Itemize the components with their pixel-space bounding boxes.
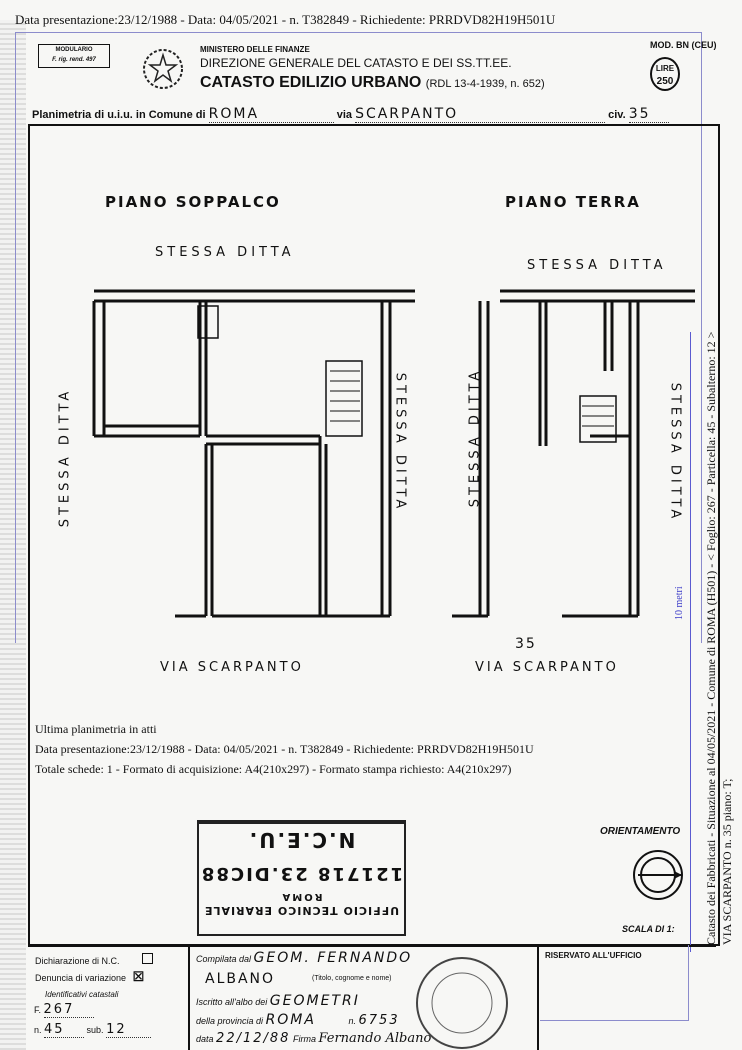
denuncia-checked-icon: ☒ (132, 969, 145, 984)
via-label: via (336, 109, 352, 121)
compilata-field: Compilata dal GEOM. FERNANDO (196, 950, 412, 966)
riservato-ufficio: RISERVATO ALL'UFFICIO (545, 951, 642, 960)
n-label: n. (34, 1025, 42, 1035)
stamp-duty-lire: LIRE 250 (650, 57, 680, 91)
compilata-value-2: ALBANO (205, 971, 276, 987)
data-firma-field: data 22/12/88 Firma Fernando Albano (196, 1031, 431, 1046)
albo-field: Iscritto all'albo dei GEOMETRI (196, 993, 360, 1009)
overlay-frame-bottom (540, 945, 689, 1021)
civic-number-mark: 35 (515, 636, 537, 652)
footer-table (28, 945, 716, 1050)
stamp-line3: ROMA (280, 891, 323, 902)
modulario-sub: F. rig. rend. 497 (52, 57, 96, 63)
footer-divider-1 (188, 945, 190, 1050)
floor-plan-drawing (92, 289, 695, 618)
stamp-line1: N.C.E.U. (199, 822, 404, 856)
bottom-overlay-line2: Data presentazione:23/12/1988 - Data: 04… (35, 742, 534, 756)
footer-divider-2 (537, 945, 539, 1050)
right-street-label: VIA SCARPANTO (475, 660, 619, 675)
provincia-field: della provincia di ROMA n. 6753 (196, 1012, 400, 1028)
modulario-label: MODULARIO (55, 47, 93, 53)
foglio-label: F. (34, 1005, 42, 1015)
via-value: SCARPANTO (355, 106, 606, 123)
overlay-frame (15, 32, 702, 643)
dichiarazione-checkbox (142, 953, 154, 964)
stamp-line4: UFFICIO TECNICO ERARIALE (203, 904, 400, 917)
professional-seal-icon (416, 957, 508, 1049)
bottom-overlay-line1: Ultima planimetria in atti (35, 722, 157, 736)
data-value: 22/12/88 (216, 1031, 291, 1046)
mod-code: MOD. BN (CEU) (650, 40, 717, 50)
sub-label: sub. (86, 1025, 104, 1035)
civ-value: 35 (628, 106, 669, 123)
modulario-box: MODULARIO F. rig. rend. 497 (38, 44, 110, 68)
denuncia-variazione: Denuncia di variazione ☒ (35, 969, 144, 985)
right-plan-title: PIANO TERRA (505, 193, 641, 211)
right-plan-left-label: STESSA DITTA (467, 367, 483, 508)
lire-label: LIRE (655, 64, 675, 73)
titolo-note: (Titolo, cognome e nome) (312, 975, 392, 982)
num-value: 6753 (358, 1013, 400, 1028)
compilata-label: Compilata dal (196, 954, 252, 964)
scale-bar (690, 332, 691, 952)
iscritto-label: Iscritto all'albo dei (196, 997, 268, 1007)
planimetria-label: Planimetria di u.i.u. in Comune di (32, 109, 206, 121)
orientamento-label: ORIENTAMENTO (600, 826, 681, 837)
data-label: data (196, 1034, 214, 1044)
stamp-line2: 121718 23.DIC88 (199, 863, 404, 884)
scale-bar-label: 10 metri (674, 586, 685, 620)
lire-value: 250 (656, 76, 674, 87)
firma-label: Firma (292, 1034, 316, 1044)
bottom-overlay-line3: Totale schede: 1 - Formato di acquisizio… (35, 762, 512, 776)
foglio-field: F. 267 (34, 1002, 94, 1018)
civ-label: civ. (608, 109, 626, 121)
n-value: 45 (44, 1022, 85, 1038)
top-overlay-line: Data presentazione:23/12/1988 - Data: 04… (15, 12, 556, 27)
dichiarazione-nc: Dichiarazione di N.C. (35, 953, 154, 966)
planimetria-line: Planimetria di u.i.u. in Comune di ROMA … (32, 106, 669, 123)
albo-value: GEOMETRI (269, 993, 360, 1009)
num-label: n. (348, 1016, 356, 1026)
form-title: CATASTO EDILIZIO URBANO (RDL 13-4-1939, … (200, 74, 545, 92)
denuncia-label: Denuncia di variazione (35, 973, 127, 983)
scala-label: SCALA DI 1: (622, 924, 675, 934)
left-street-label: VIA SCARPANTO (160, 660, 304, 675)
title-ref: (RDL 13-4-1939, n. 652) (425, 78, 545, 90)
ministry: MINISTERO DELLE FINANZE (200, 45, 310, 54)
right-plan-right-label: STESSA DITTA (667, 382, 683, 523)
sub-value: 12 (106, 1022, 152, 1038)
side-overlay-line1: Catasto dei Fabbricati - Situazione al 0… (704, 331, 718, 945)
compilata-value: GEOM. FERNANDO (253, 950, 413, 966)
left-plan-title: PIANO SOPPALCO (105, 193, 281, 211)
scan-edge (0, 20, 26, 1050)
left-top-label: STESSA DITTA (155, 245, 295, 260)
comune-value: ROMA (208, 106, 334, 123)
provincia-value: ROMA (265, 1012, 316, 1028)
particella-field: n. 45 sub. 12 (34, 1022, 152, 1038)
title-text: CATASTO EDILIZIO URBANO (200, 74, 422, 91)
direction: DIREZIONE GENERALE DEL CATASTO E DEI SS.… (200, 56, 512, 70)
side-overlay-line2: VIA SCARPANTO n. 35 piano: T; (720, 778, 734, 945)
provincia-label: della provincia di (196, 1016, 264, 1026)
left-plan-right-label: STESSA DITTA (392, 372, 408, 513)
dichiarazione-label: Dichiarazione di N.C. (35, 956, 120, 966)
signature: Fernando Albano (318, 1031, 432, 1046)
identificativi-label: Identificativi catastali (45, 990, 119, 999)
foglio-value: 267 (43, 1002, 94, 1018)
right-top-label: STESSA DITTA (527, 258, 667, 273)
left-side-label: STESSA DITTA (57, 387, 73, 528)
republic-emblem-icon (143, 49, 183, 89)
compass-icon (633, 850, 683, 900)
nceu-stamp: N.C.E.U. 121718 23.DIC88 ROMA UFFICIO TE… (197, 820, 406, 936)
